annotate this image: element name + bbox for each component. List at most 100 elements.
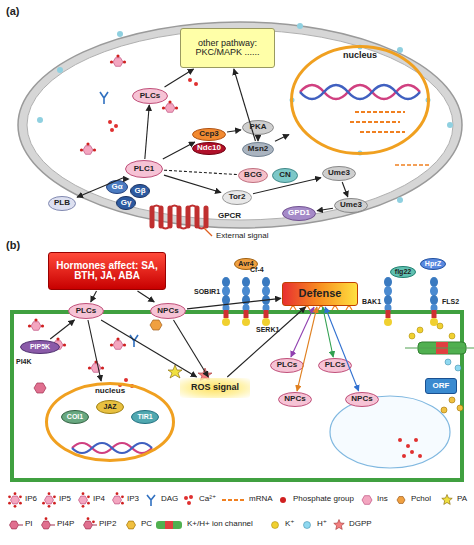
legend-text: Ins	[377, 495, 388, 503]
protein-oval: Cep3	[192, 128, 226, 141]
connector-arrow	[297, 307, 317, 391]
node-shape	[21, 341, 60, 354]
node-shape	[97, 401, 124, 414]
legend-sample	[79, 492, 90, 507]
connector-arrow	[145, 105, 149, 159]
node-outline	[290, 45, 430, 155]
legend-text: PA	[457, 495, 467, 503]
connector-arrow	[275, 134, 289, 141]
node-shape	[193, 129, 226, 141]
legend-text: PI4P	[57, 520, 74, 528]
node-shape	[47, 384, 174, 461]
legend-text: PC	[141, 520, 152, 528]
legend-text: Pchol	[411, 495, 431, 503]
node-text: NPCs	[157, 307, 178, 315]
node-shape	[292, 47, 429, 154]
connector-arrow	[101, 320, 196, 377]
node-shape	[273, 169, 298, 183]
node-shape	[391, 267, 416, 278]
legend-sample	[184, 495, 193, 505]
legend-sample	[362, 496, 372, 505]
node-shape	[69, 304, 104, 319]
node-text: HprZ	[425, 260, 441, 267]
node-text: TIR1	[137, 413, 152, 420]
node-text: NPCs	[351, 395, 372, 403]
protein-oval: TIR1	[131, 410, 159, 424]
connector-arrow	[91, 291, 97, 302]
connector-arrow	[323, 307, 333, 357]
node-shape	[243, 121, 274, 135]
protein-oval: PKA	[242, 120, 274, 135]
legend-sample	[84, 517, 98, 529]
node-shape	[279, 393, 312, 407]
panel-label: (a)	[6, 6, 19, 17]
legend-sample	[222, 500, 244, 501]
legend-text: DAG	[161, 495, 178, 503]
node-text: BCG	[244, 171, 262, 179]
connector-arrow	[50, 320, 74, 339]
node-shape	[239, 169, 268, 183]
legend-sample	[127, 521, 136, 529]
connector-arrow	[163, 142, 195, 159]
node-shape	[126, 161, 163, 178]
legend-sample	[8, 492, 22, 507]
node-text: Defense	[299, 288, 342, 300]
elicitor-oval: flg22	[390, 266, 416, 278]
node-shape	[151, 304, 186, 319]
protein-oval: COI1	[61, 410, 89, 424]
connector-arrow	[138, 291, 155, 302]
legend-text: IP3	[127, 495, 139, 503]
connector-arrow	[257, 136, 258, 141]
defense-box: Defense	[282, 282, 358, 306]
legend-sample	[147, 495, 155, 506]
enzyme-oval: PLC1	[125, 160, 163, 178]
legend-text: PIP2	[99, 520, 116, 528]
node-text: nucleus	[343, 51, 377, 60]
connector-arrow	[342, 182, 348, 197]
orf-box: ORF	[425, 378, 457, 394]
nucleus: nucleus	[290, 45, 430, 155]
node-text: Tor2	[229, 193, 246, 201]
protein-oval: Tor2	[222, 190, 252, 205]
legend-sample	[42, 492, 56, 507]
legend-sample	[280, 497, 286, 503]
nucleus: nucleusCOI1JAZTIR1	[45, 382, 175, 462]
protein-oval: GPD1	[282, 206, 316, 221]
receptor-label: FLS2	[442, 298, 459, 305]
connector-arrow	[187, 298, 281, 309]
node-shape	[283, 207, 316, 221]
node-text: PLCs	[325, 361, 345, 369]
legend-sample	[42, 517, 56, 529]
legend-sample	[304, 522, 311, 529]
node-text: Gγ	[121, 199, 132, 207]
node-shape	[133, 89, 168, 104]
enzyme-label: PI4K	[16, 358, 32, 365]
node-text: Ume3	[328, 169, 350, 177]
node-text: nucleus	[95, 387, 125, 395]
node-text: ROS signal	[191, 383, 239, 392]
legend-text: DGPP	[349, 520, 372, 528]
node-shape	[323, 167, 356, 181]
pathway-box: other pathway: PKC/MAPK ......	[180, 28, 275, 68]
enzyme-oval: NPCs	[150, 303, 186, 319]
connector-arrow	[164, 170, 237, 174]
receptor-label: GPCR	[218, 212, 241, 220]
protein-oval: Ndc10	[192, 142, 226, 155]
node-text: NPCs	[284, 395, 305, 403]
legend-sample	[156, 521, 182, 529]
node-text: Gβ	[134, 187, 145, 195]
connector-arrow	[173, 320, 208, 377]
node-shape	[117, 197, 136, 210]
hormone-box: Hormones affect: SA, BTH, JA, ABA	[48, 252, 166, 290]
node-shape	[131, 185, 150, 198]
protein-oval: PLB	[48, 196, 76, 211]
legend-text: IP4	[93, 495, 105, 503]
connector-arrow	[291, 307, 314, 357]
enzyme-oval: PLCs	[318, 358, 352, 373]
node-shape	[49, 197, 76, 211]
legend-sample	[334, 520, 344, 530]
node-shape	[132, 411, 159, 424]
legend-sample	[442, 495, 452, 505]
node-shape	[223, 191, 252, 205]
node-text: PIP5K	[30, 343, 50, 350]
